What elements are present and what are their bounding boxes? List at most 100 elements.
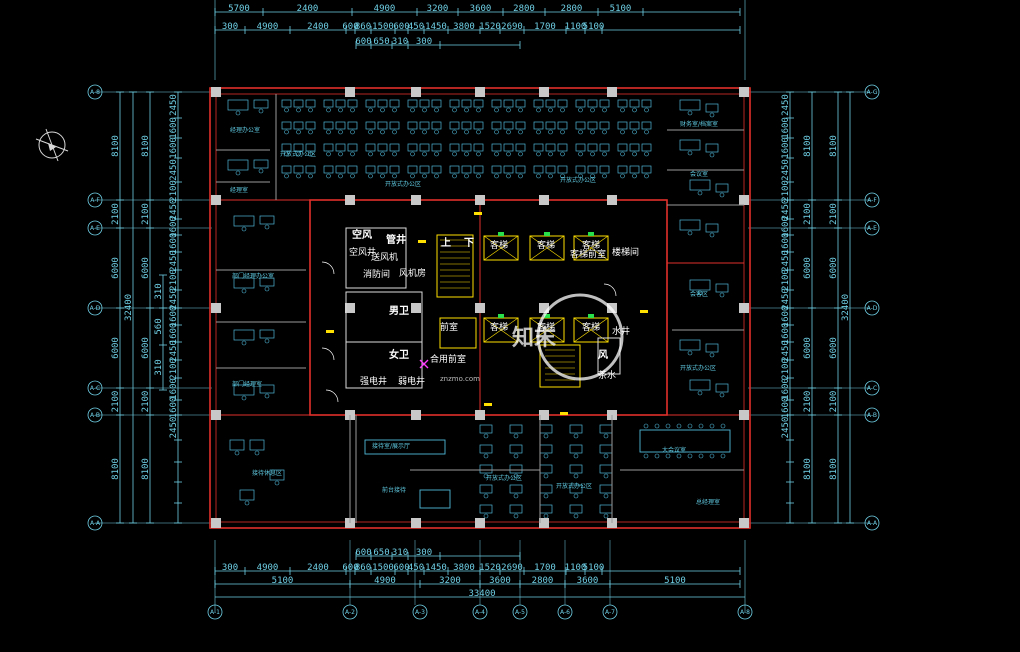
elevator-x — [529, 317, 565, 343]
room-label: 消防间 — [363, 268, 390, 280]
marker — [418, 240, 426, 243]
chair — [274, 480, 280, 486]
dim-bot-sub-label: 310 — [392, 548, 408, 558]
dim-bot-total-label: 3200 — [439, 576, 461, 586]
desk — [569, 424, 583, 434]
desk — [335, 143, 346, 152]
desk — [461, 121, 472, 130]
chair — [620, 173, 625, 179]
column — [607, 87, 617, 97]
dim-right-detail-label: 2450 — [781, 94, 791, 116]
room-label: 合用前室 — [430, 353, 466, 365]
column — [739, 518, 749, 528]
desk — [365, 143, 376, 152]
desk — [679, 339, 701, 351]
chair — [338, 129, 343, 135]
dim-top-total-label: 2400 — [297, 4, 319, 14]
chair — [258, 168, 264, 174]
desk — [509, 504, 523, 514]
desk — [629, 143, 640, 152]
chair — [709, 453, 715, 459]
dim-left-span2-label: 2100 — [141, 203, 151, 225]
chair — [476, 129, 481, 135]
chair — [506, 151, 511, 157]
watermark-subtext: znzmo.com — [440, 375, 480, 383]
dim-left-inner-label: 560 — [154, 318, 164, 334]
dim-left-span-label: 2100 — [111, 203, 121, 225]
dim-left-span2-label: 6000 — [141, 257, 151, 279]
watermark: 知末 znzmo.com — [440, 293, 624, 383]
chair — [603, 433, 609, 439]
chair — [719, 192, 725, 198]
chair — [296, 107, 301, 113]
marker — [640, 310, 648, 313]
chair — [573, 433, 579, 439]
column — [539, 87, 549, 97]
desk — [545, 165, 556, 174]
dim-left-span2-label: 6000 — [141, 337, 151, 359]
dim-bot-detail-label: 3800 — [453, 563, 475, 573]
conference-table — [639, 429, 731, 453]
north-arrow-icon — [35, 128, 69, 162]
chair — [548, 173, 553, 179]
axis-bubble-icon — [87, 192, 103, 208]
desk — [259, 329, 275, 339]
desk — [503, 143, 514, 152]
chair — [676, 423, 682, 429]
small-room-label: 经理办公室 — [230, 126, 260, 134]
dim-left-span2-label: 8100 — [141, 135, 151, 157]
column — [739, 195, 749, 205]
dim-bot-detail-label: 300 — [222, 563, 238, 573]
axis-bubble-icon — [864, 84, 880, 100]
dim-bot-detail-label: 1100 — [565, 563, 587, 573]
desk — [587, 99, 598, 108]
desk — [293, 143, 304, 152]
chair — [308, 107, 313, 113]
dim-right-detail-label: 2450 — [781, 250, 791, 272]
desk — [617, 165, 628, 174]
room-label: 客梯前室 — [570, 248, 606, 260]
desk — [575, 121, 586, 130]
axis-bubble-label: A-5 — [515, 609, 525, 616]
elevator-door — [544, 314, 550, 318]
desk — [689, 379, 711, 391]
door-swing-icon — [325, 389, 339, 403]
chair — [644, 151, 649, 157]
room-label: 上 — [441, 236, 451, 249]
desk — [389, 165, 400, 174]
small-room-label: 经理室 — [230, 186, 248, 194]
room-label: 风机房 — [399, 267, 426, 279]
marker — [474, 212, 482, 215]
dim-top-sub-label: 650 — [373, 37, 389, 47]
chair — [410, 107, 415, 113]
desk — [227, 99, 249, 111]
dim-right-detail-label: 2450 — [781, 199, 791, 221]
dim-bot-sub-label: 650 — [373, 548, 389, 558]
chair — [719, 292, 725, 298]
dim-top-detail-label: 1520 — [479, 22, 501, 32]
dim-left-detail-label: 1600 — [169, 233, 179, 255]
chair — [543, 513, 549, 519]
column — [475, 518, 485, 528]
desk — [407, 99, 418, 108]
chair — [513, 493, 519, 499]
chair — [709, 152, 715, 158]
chair — [241, 288, 247, 294]
dim-right-detail-label: 2450 — [781, 340, 791, 362]
chair — [392, 173, 397, 179]
axis-bubble-icon — [864, 300, 880, 316]
door-swing-icon — [321, 261, 335, 275]
desk — [377, 99, 388, 108]
column — [739, 87, 749, 97]
dim-left-detail-label: 2450 — [169, 340, 179, 362]
axis-bubble-icon — [342, 604, 358, 620]
chair — [720, 423, 726, 429]
chair — [513, 433, 519, 439]
chair — [536, 107, 541, 113]
chair — [368, 173, 373, 179]
desk — [533, 143, 544, 152]
desk — [599, 504, 613, 514]
chair — [687, 453, 693, 459]
chair — [326, 107, 331, 113]
desk — [509, 484, 523, 494]
